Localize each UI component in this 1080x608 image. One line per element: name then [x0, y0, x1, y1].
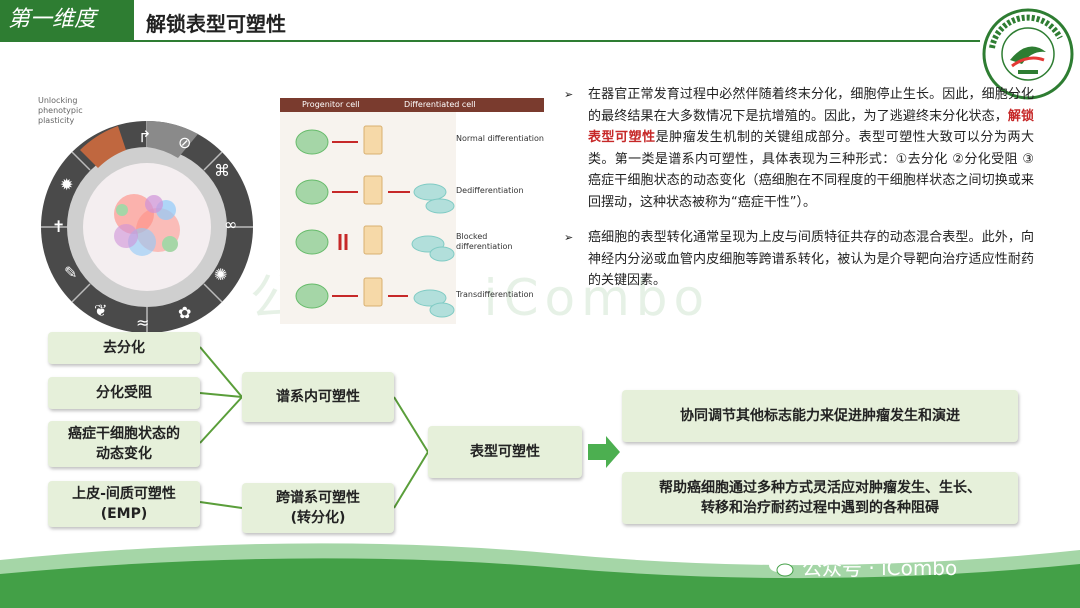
header-divider — [0, 40, 980, 42]
hallmarks-wheel-image: ↱ ⊘ ⌘ ∞ ✺ ✿ ≈ ❦ ✎ ✝ ✹ — [41, 120, 253, 333]
bullet-intra-lineage: ➢ 在器官正常发育过程中必然伴随着终末分化，细胞停止生长。因此，细胞分化的最终结… — [564, 84, 1034, 213]
svg-text:✝: ✝ — [52, 217, 65, 236]
box-outcome-promote: 协同调节其他标志能力来促进肿瘤发生和演进 — [622, 390, 1018, 442]
sysucc-logo — [982, 8, 1074, 100]
bottom-green-band — [0, 543, 1080, 608]
result-arrow-icon — [588, 436, 620, 468]
label-transdifferentiation: Transdifferentiation — [456, 290, 534, 299]
label-blocked-differentiation: Blocked differentiation — [456, 232, 513, 251]
svg-text:✎: ✎ — [64, 263, 77, 282]
svg-text:↱: ↱ — [138, 127, 151, 146]
box-blocked-differentiation: 分化受阻 — [48, 377, 200, 409]
svg-text:✿: ✿ — [178, 303, 191, 322]
svg-text:❦: ❦ — [94, 301, 107, 320]
box-dedifferentiation: 去分化 — [48, 332, 200, 364]
wechat-watermark: 公众号 · iCombo — [768, 552, 957, 581]
differentiation-header: Progenitor cell Differentiated cell — [280, 98, 544, 112]
box-phenotypic-plasticity: 表型可塑性 — [428, 426, 582, 478]
cell-diagram-image — [280, 112, 456, 324]
wechat-icon — [769, 557, 794, 576]
section-tag: 第一维度 — [0, 0, 134, 40]
svg-text:✹: ✹ — [60, 175, 73, 194]
box-csc-dynamics: 癌症干细胞状态的动态变化 — [48, 421, 200, 467]
differentiation-panel: Progenitor cell Differentiated cell Norm… — [280, 98, 544, 324]
plasticity-figure: Unlocking phenotypic plasticity ↱ ⊘ ⌘ ∞ ✺ ✿ … — [30, 92, 544, 333]
wheel-caption: Unlocking phenotypic plasticity — [38, 96, 83, 125]
label-normal-differentiation: Normal differentiation — [456, 134, 544, 143]
svg-text:⌘: ⌘ — [214, 161, 230, 180]
label-dedifferentiation: Dedifferentiation — [456, 186, 524, 195]
page-title: 解锁表型可塑性 — [146, 12, 286, 36]
highlight-term: 解锁表型可塑性 — [588, 108, 1034, 146]
svg-text:≈: ≈ — [136, 313, 149, 332]
svg-text:✺: ✺ — [214, 265, 227, 284]
explanation-text: ➢ 在器官正常发育过程中必然伴随着终末分化，细胞停止生长。因此，细胞分化的最终结… — [564, 84, 1034, 306]
bullet-arrow-icon: ➢ — [564, 231, 574, 244]
box-trans-lineage: 跨谱系可塑性(转分化) — [242, 483, 394, 533]
box-outcome-adapt: 帮助癌细胞通过多种方式灵活应对肿瘤发生、生长、转移和治疗耐药过程中遇到的各种阻碍 — [622, 472, 1018, 524]
bullet-arrow-icon: ➢ — [564, 88, 574, 101]
svg-text:∞: ∞ — [224, 215, 237, 234]
bullet-trans-lineage: ➢ 癌细胞的表型转化通常呈现为上皮与间质特征共存的动态混合表型。此外，向神经内分… — [564, 227, 1034, 292]
box-intra-lineage: 谱系内可塑性 — [242, 372, 394, 422]
box-emp: 上皮-间质可塑性(EMP) — [48, 481, 200, 527]
svg-text:⊘: ⊘ — [178, 133, 191, 152]
